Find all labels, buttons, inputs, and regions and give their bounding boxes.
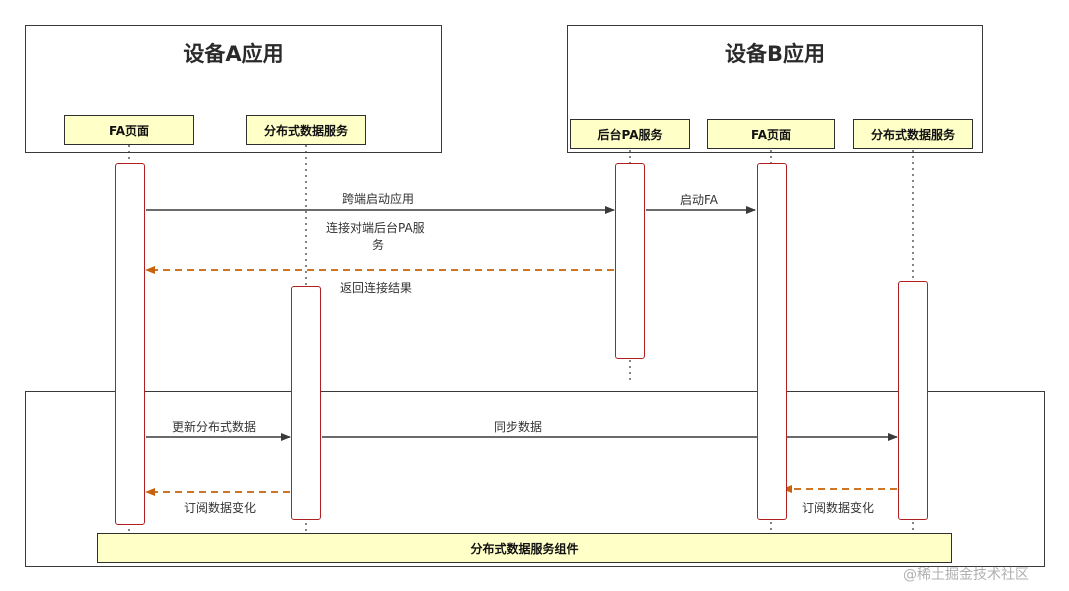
activation-b-dds (898, 281, 928, 520)
participant-b-fa: FA页面 (707, 119, 835, 149)
label-connect-pa-1: 连接对端后台PA服 (326, 219, 425, 236)
device-b-title: 设备B应用 (724, 42, 825, 66)
watermark: @稀土掘金技术社区 (903, 567, 1029, 583)
activation-a-fa (115, 163, 145, 525)
label-subscribe-b: 订阅数据变化 (802, 499, 875, 516)
label-update-data: 更新分布式数据 (172, 418, 257, 435)
label-connect-pa-2: 务 (372, 236, 385, 253)
label-cross-launch: 跨端启动应用 (342, 190, 415, 207)
activation-b-fa (757, 163, 787, 520)
label-start-fa: 启动FA (680, 191, 719, 208)
label-connection-result: 返回连接结果 (340, 279, 413, 296)
participant-b-dds: 分布式数据服务 (853, 119, 973, 149)
activation-b-pa (615, 163, 645, 359)
participant-a-fa: FA页面 (64, 115, 194, 145)
activation-a-dds (291, 286, 321, 520)
label-subscribe-a: 订阅数据变化 (184, 499, 257, 516)
label-sync-data: 同步数据 (494, 418, 543, 435)
distributed-data-component: 分布式数据服务组件 (97, 533, 952, 563)
component-container (25, 391, 1045, 567)
participant-a-dds: 分布式数据服务 (246, 115, 366, 145)
device-a-title: 设备A应用 (183, 42, 284, 66)
participant-b-pa: 后台PA服务 (570, 119, 690, 149)
